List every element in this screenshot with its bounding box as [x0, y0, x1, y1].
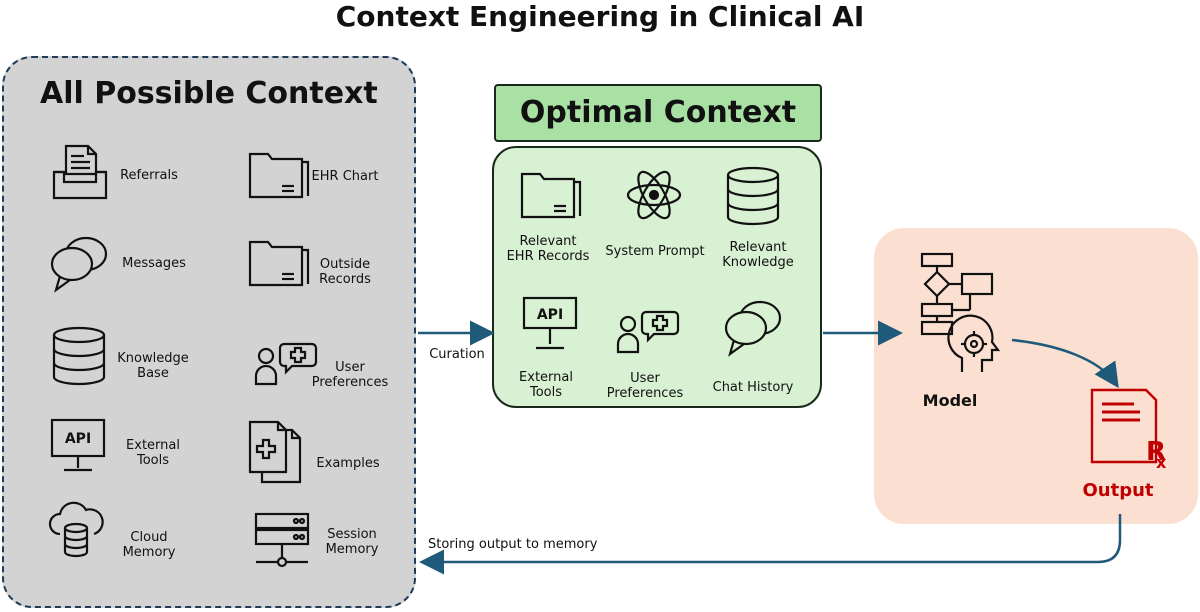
cloud-database-icon	[46, 500, 106, 562]
model-to-output-arrow	[1011, 338, 1119, 389]
all-context-label-cloud-memory: Cloud Memory	[122, 530, 176, 560]
optimal-label-user-preferences: User Preferences	[606, 371, 684, 401]
model-label: Model	[922, 391, 978, 410]
atom-icon	[624, 164, 684, 226]
storing-memory-arrow	[419, 514, 1122, 575]
optimal-label-relevant-knowledge: Relevant Knowledge	[722, 240, 794, 270]
api-monitor-icon: API	[50, 418, 106, 474]
optimal-context-title: Optimal Context	[494, 84, 822, 142]
folder-icon	[248, 150, 310, 200]
all-context-label-outside-records: Outside Records	[319, 257, 371, 287]
all-context-label-user-preferences: User Preferences	[311, 360, 389, 390]
database-icon	[724, 166, 782, 226]
chat-bubbles-icon	[48, 234, 110, 294]
api-monitor-icon: API	[522, 296, 578, 352]
diagram-title: Context Engineering in Clinical AI	[335, 0, 865, 33]
storing-memory-label: Storing output to memory	[428, 537, 598, 552]
database-icon	[50, 326, 108, 386]
user-preferences-icon	[616, 308, 680, 354]
model-panel	[874, 228, 1198, 524]
all-context-label-ehr-chart: EHR Chart	[311, 169, 379, 184]
prescription-icon: R x	[1090, 388, 1168, 472]
inbox-icon	[50, 142, 110, 202]
optimal-label-system-prompt: System Prompt	[605, 244, 705, 259]
optimal-label-ehr-records: Relevant EHR Records	[506, 234, 590, 264]
flowchart-head-icon	[914, 252, 1010, 376]
optimal-context-panel	[492, 146, 822, 408]
output-label: Output	[1082, 480, 1154, 501]
folder-icon	[248, 238, 310, 288]
all-context-label-session-memory: Session Memory	[325, 527, 379, 557]
all-context-label-messages: Messages	[122, 256, 186, 271]
all-context-label-knowledge-base: Knowledge Base	[117, 351, 189, 381]
medical-documents-icon	[248, 420, 302, 484]
server-icon	[254, 512, 310, 572]
folder-icon	[520, 170, 582, 220]
svg-text:API: API	[537, 307, 563, 323]
all-context-label-external-tools: External Tools	[126, 438, 180, 468]
curation-label: Curation	[429, 347, 485, 362]
chat-bubbles-icon	[722, 298, 784, 358]
user-preferences-icon	[254, 340, 318, 386]
svg-text:x: x	[1156, 453, 1167, 472]
svg-text:R: R	[1146, 437, 1166, 467]
optimal-label-external-tools: External Tools	[519, 370, 573, 400]
all-context-label-examples: Examples	[316, 456, 380, 471]
all-context-panel	[2, 56, 416, 608]
all-context-label-referrals: Referrals	[120, 168, 178, 183]
all-context-title: All Possible Context	[40, 76, 378, 111]
svg-text:API: API	[65, 431, 91, 447]
optimal-label-chat-history: Chat History	[712, 380, 794, 395]
